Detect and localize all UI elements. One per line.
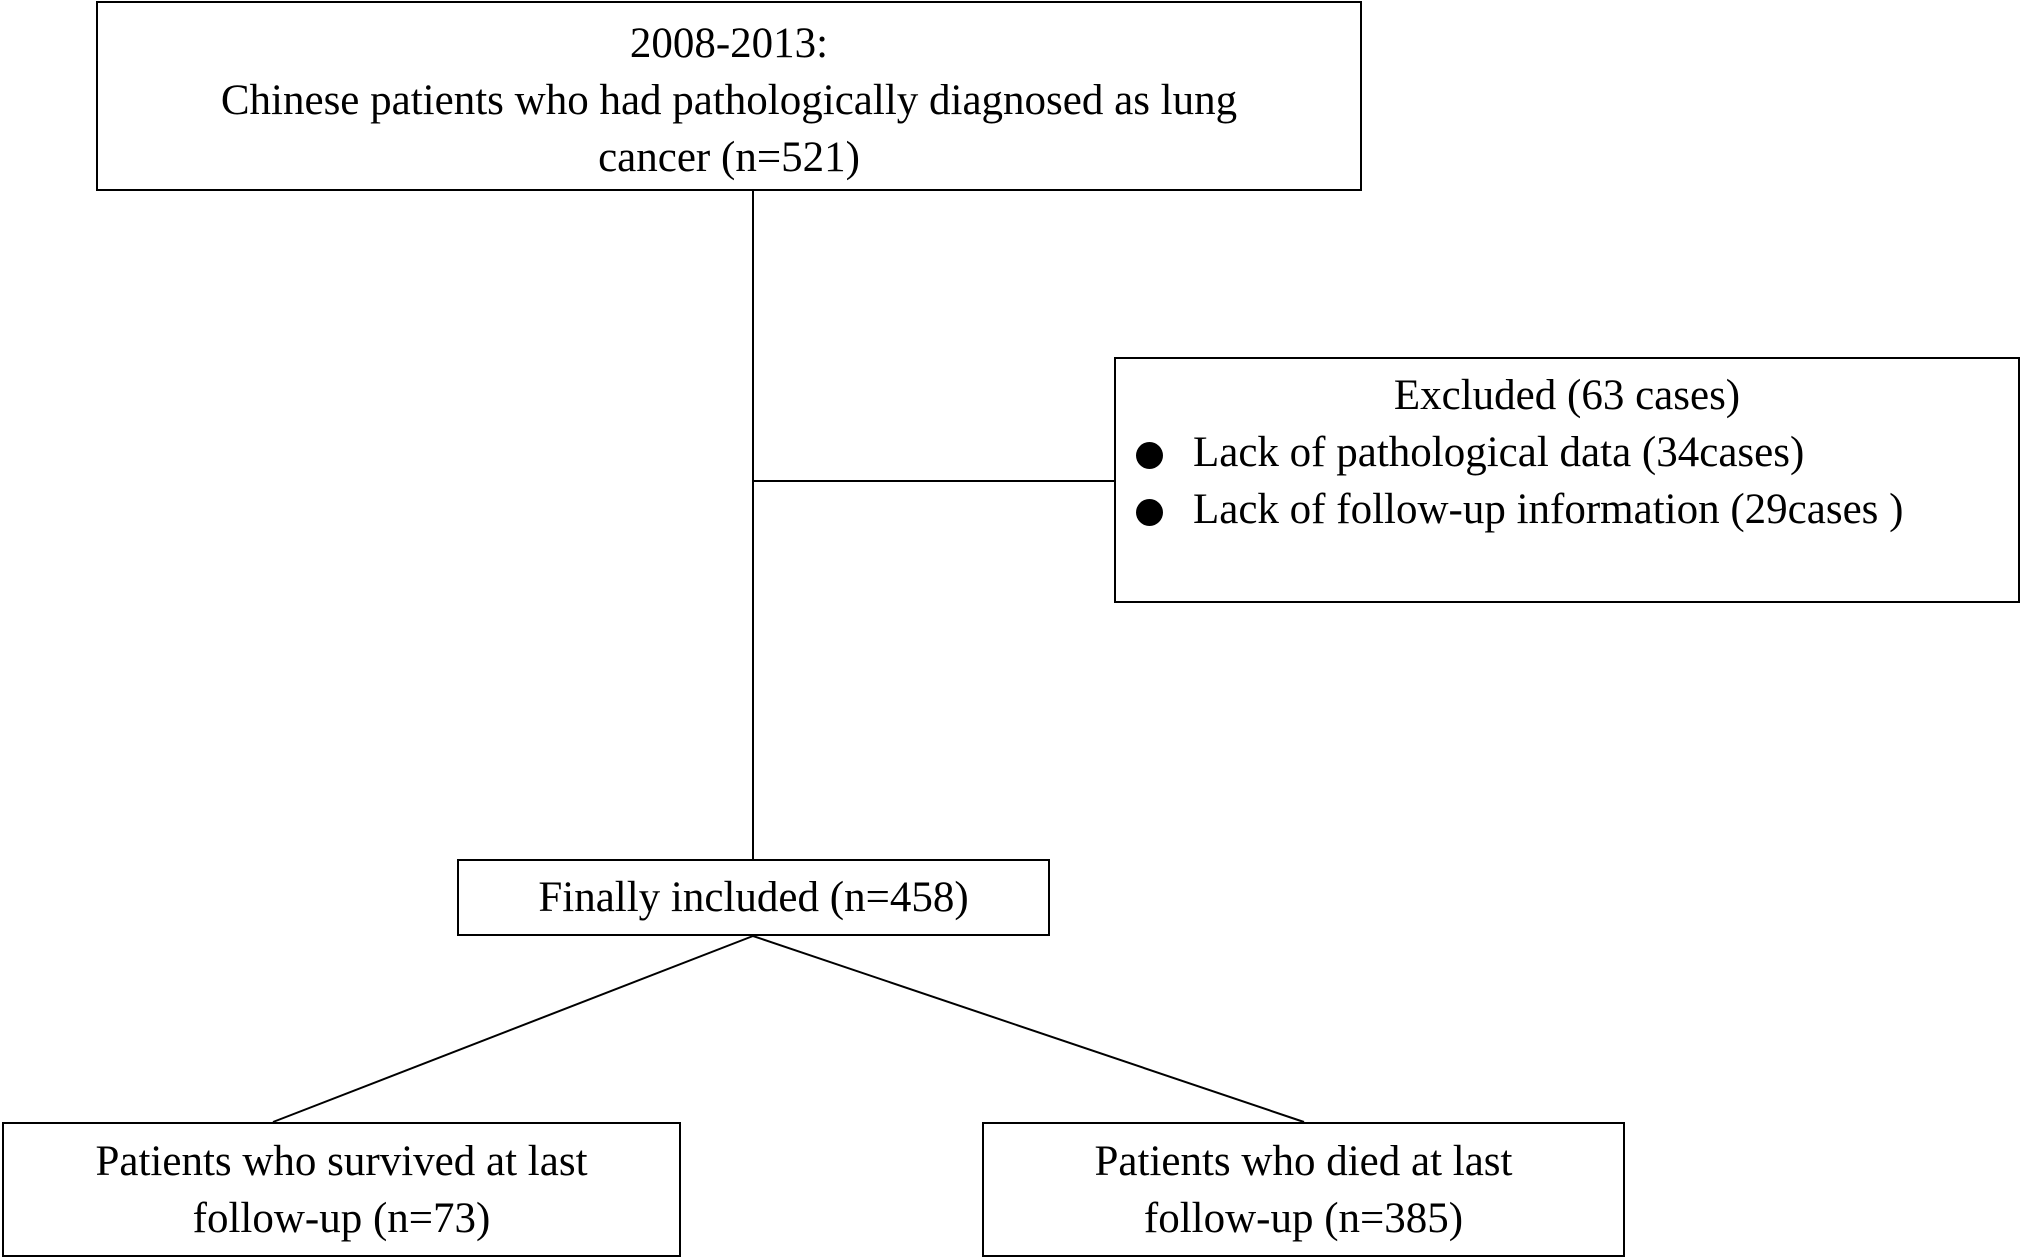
excluded-list: Lack of pathological data (34cases) Lack… (1116, 424, 2018, 538)
excluded-item-label: Lack of pathological data (34cases) (1193, 429, 1805, 476)
excluded-box: Excluded (63 cases) Lack of pathological… (1114, 357, 2020, 603)
survived-box: Patients who survived at last follow-up … (2, 1122, 681, 1257)
excluded-item: Lack of pathological data (34cases) (1116, 424, 2018, 481)
start-box-description: Chinese patients who had pathologically … (220, 77, 1238, 124)
start-box-period: 2008-2013: (629, 20, 829, 67)
bullet-icon (1136, 442, 1163, 469)
bullet-icon (1136, 499, 1163, 526)
included-box: Finally included (n=458) (457, 859, 1050, 936)
connector-included-to-survived (272, 935, 754, 1123)
survived-line-1: Patients who survived at last (95, 1138, 588, 1185)
survived-line-2: follow-up (n=73) (192, 1195, 491, 1242)
start-box-count: cancer (n=521) (598, 134, 860, 181)
excluded-item: Lack of follow-up information (29cases ) (1116, 481, 2018, 538)
included-label: Finally included (n=458) (538, 874, 969, 921)
died-line-1: Patients who died at last (1094, 1138, 1513, 1185)
connector-included-to-died (752, 935, 1305, 1123)
excluded-item-label: Lack of follow-up information (29cases ) (1193, 486, 1904, 533)
excluded-title: Excluded (63 cases) (1393, 372, 1741, 419)
start-box: 2008-2013: Chinese patients who had path… (96, 1, 1362, 191)
died-line-2: follow-up (n=385) (1143, 1195, 1464, 1242)
died-box: Patients who died at last follow-up (n=3… (982, 1122, 1625, 1257)
